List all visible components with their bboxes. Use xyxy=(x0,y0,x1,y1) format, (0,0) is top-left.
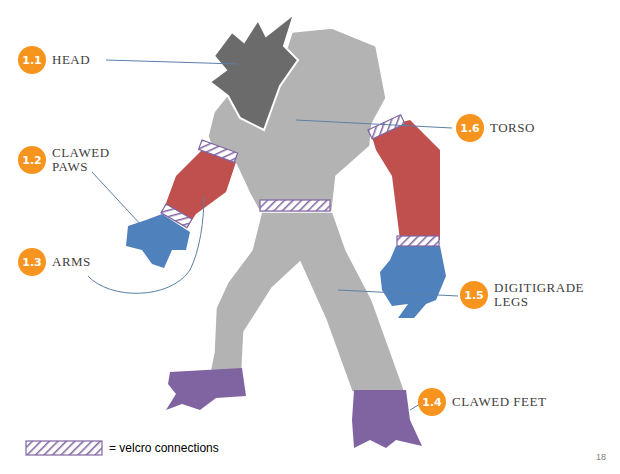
left-foot xyxy=(166,368,246,410)
callout: 1.3 ARMS xyxy=(18,248,112,276)
part-name: DIGITIGRADE LEGS xyxy=(494,281,604,309)
velcro-band xyxy=(161,204,192,228)
velcro-band xyxy=(260,200,330,211)
callout: 1.2CLAWED PAWS xyxy=(18,146,114,174)
head-shape xyxy=(210,14,298,130)
callout-number: 1.1 xyxy=(18,46,46,74)
callout-number: 1.4 xyxy=(418,388,446,416)
part-name: HEAD xyxy=(52,53,112,67)
callout-number: 1.5 xyxy=(460,281,488,309)
part-name: TORSO xyxy=(490,121,560,135)
legend-entry: = velcro connections xyxy=(25,439,219,457)
callout: 1.5DIGITIGRADE LEGS xyxy=(460,281,604,309)
velcro-band xyxy=(368,115,405,139)
right-foot xyxy=(352,390,422,448)
part-name: CLAWED PAWS xyxy=(52,146,114,174)
callout-number: 1.6 xyxy=(456,114,484,142)
page-number: 18 xyxy=(596,452,606,462)
right-paw xyxy=(380,246,446,318)
legend-text: = velcro connections xyxy=(109,441,219,455)
leader-lines xyxy=(88,60,458,410)
callout-number: 1.2 xyxy=(18,146,46,174)
velcro-band xyxy=(397,236,439,246)
legend-swatch xyxy=(25,439,103,457)
callout: 1.4 CLAWED FEET xyxy=(418,388,572,416)
part-name: ARMS xyxy=(52,255,112,269)
callout: 1.6 TORSO xyxy=(456,114,560,142)
part-name: CLAWED FEET xyxy=(452,395,572,409)
callout: 1.1 HEAD xyxy=(18,46,112,74)
callout-number: 1.3 xyxy=(18,248,46,276)
legs-shape xyxy=(210,210,405,392)
velcro-band xyxy=(199,140,238,162)
right-arm xyxy=(370,120,440,240)
